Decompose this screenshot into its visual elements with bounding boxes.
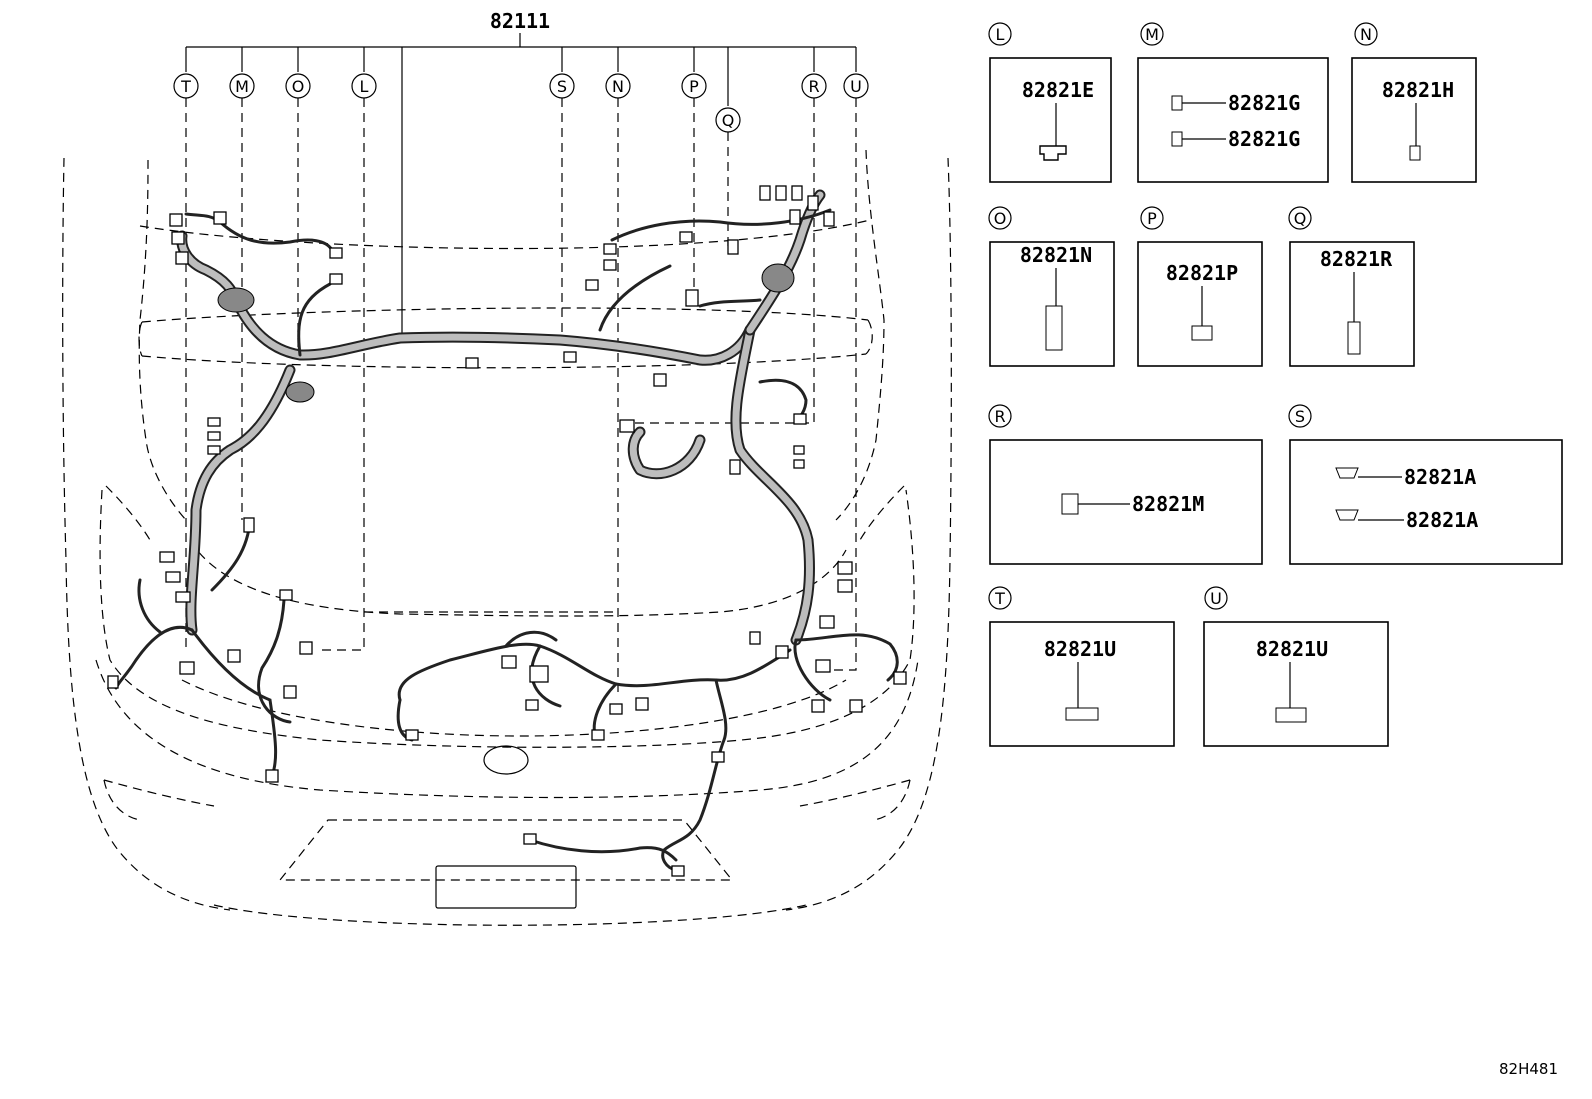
svg-text:U: U bbox=[850, 77, 862, 96]
callout-U[interactable]: U bbox=[843, 73, 869, 99]
main-part-number[interactable]: 82111 bbox=[490, 9, 550, 33]
detail-letter: U bbox=[1210, 589, 1222, 608]
vehicle-body-outline bbox=[62, 149, 952, 926]
callout-R[interactable]: R bbox=[801, 73, 827, 99]
callout-M[interactable]: M bbox=[229, 73, 255, 99]
svg-text:R: R bbox=[808, 77, 819, 96]
part-number: 82821N bbox=[1020, 243, 1092, 267]
part-number: 82821G bbox=[1228, 127, 1300, 151]
part-number: 82821A bbox=[1406, 508, 1478, 532]
callout-P[interactable]: P bbox=[681, 73, 707, 99]
svg-text:S: S bbox=[557, 77, 567, 96]
diagram-reference: 82H481 bbox=[1499, 1060, 1558, 1078]
connector-icon bbox=[1275, 707, 1307, 723]
engine-harness bbox=[107, 185, 907, 877]
part-number: 82821R bbox=[1320, 247, 1393, 271]
detail-box-N[interactable]: N 82821H bbox=[1351, 22, 1477, 183]
detail-letter: Q bbox=[1294, 209, 1307, 228]
callout-Q[interactable]: Q bbox=[715, 107, 741, 133]
detail-box-S[interactable]: S 82821A 82821A bbox=[1288, 404, 1563, 565]
detail-box-L[interactable]: L 82821E bbox=[988, 22, 1112, 183]
detail-letter: P bbox=[1147, 209, 1157, 228]
svg-text:O: O bbox=[292, 77, 305, 96]
svg-text:P: P bbox=[689, 77, 699, 96]
detail-box-P[interactable]: P 82821P bbox=[1137, 206, 1263, 367]
connector-icon bbox=[1171, 95, 1183, 111]
callout-S[interactable]: S bbox=[549, 73, 575, 99]
connector-icon bbox=[1409, 145, 1421, 161]
callout-O[interactable]: O bbox=[285, 73, 311, 99]
connector-icon bbox=[1045, 305, 1063, 351]
detail-letter: N bbox=[1360, 25, 1372, 44]
connector-icon bbox=[1065, 707, 1099, 721]
svg-text:T: T bbox=[180, 77, 191, 96]
detail-letter: L bbox=[996, 25, 1005, 44]
callout-T[interactable]: T bbox=[173, 73, 199, 99]
part-number: 82821A bbox=[1404, 465, 1476, 489]
detail-box-T[interactable]: T 82821U bbox=[988, 586, 1175, 747]
connector-icon bbox=[1335, 467, 1359, 479]
detail-box-O[interactable]: O 82821N bbox=[988, 206, 1115, 367]
connector-icon bbox=[1061, 493, 1079, 515]
detail-box-M[interactable]: M 82821G 82821G bbox=[1137, 22, 1329, 183]
connector-icon bbox=[1347, 321, 1361, 355]
connector-icon bbox=[1039, 145, 1067, 161]
part-number: 82821P bbox=[1166, 261, 1238, 285]
detail-letter: T bbox=[994, 589, 1005, 608]
callout-L[interactable]: L bbox=[351, 73, 377, 99]
detail-box-R[interactable]: R 82821M bbox=[988, 404, 1263, 565]
part-number: 82821M bbox=[1132, 492, 1204, 516]
callout-N[interactable]: N bbox=[605, 73, 631, 99]
svg-text:M: M bbox=[235, 77, 249, 96]
part-number: 82821G bbox=[1228, 91, 1300, 115]
svg-text:N: N bbox=[612, 77, 624, 96]
connector-icon bbox=[1171, 131, 1183, 147]
svg-text:L: L bbox=[360, 77, 369, 96]
detail-box-Q[interactable]: Q 82821R bbox=[1288, 206, 1415, 367]
svg-text:Q: Q bbox=[722, 111, 735, 130]
detail-box-U[interactable]: U 82821U bbox=[1203, 586, 1389, 747]
part-number: 82821H bbox=[1382, 78, 1454, 102]
detail-letter: S bbox=[1295, 407, 1305, 426]
connector-icon bbox=[1335, 509, 1359, 521]
detail-letter: O bbox=[994, 209, 1007, 228]
part-number: 82821U bbox=[1256, 637, 1328, 661]
part-number: 82821U bbox=[1044, 637, 1116, 661]
detail-letter: M bbox=[1145, 25, 1159, 44]
detail-letter: R bbox=[994, 407, 1005, 426]
part-number: 82821E bbox=[1022, 78, 1094, 102]
main-part-bracket: 82111 bbox=[185, 9, 857, 337]
connector-icon bbox=[1191, 325, 1213, 341]
callout-circles: T M O L S N P Q R U bbox=[173, 73, 869, 133]
